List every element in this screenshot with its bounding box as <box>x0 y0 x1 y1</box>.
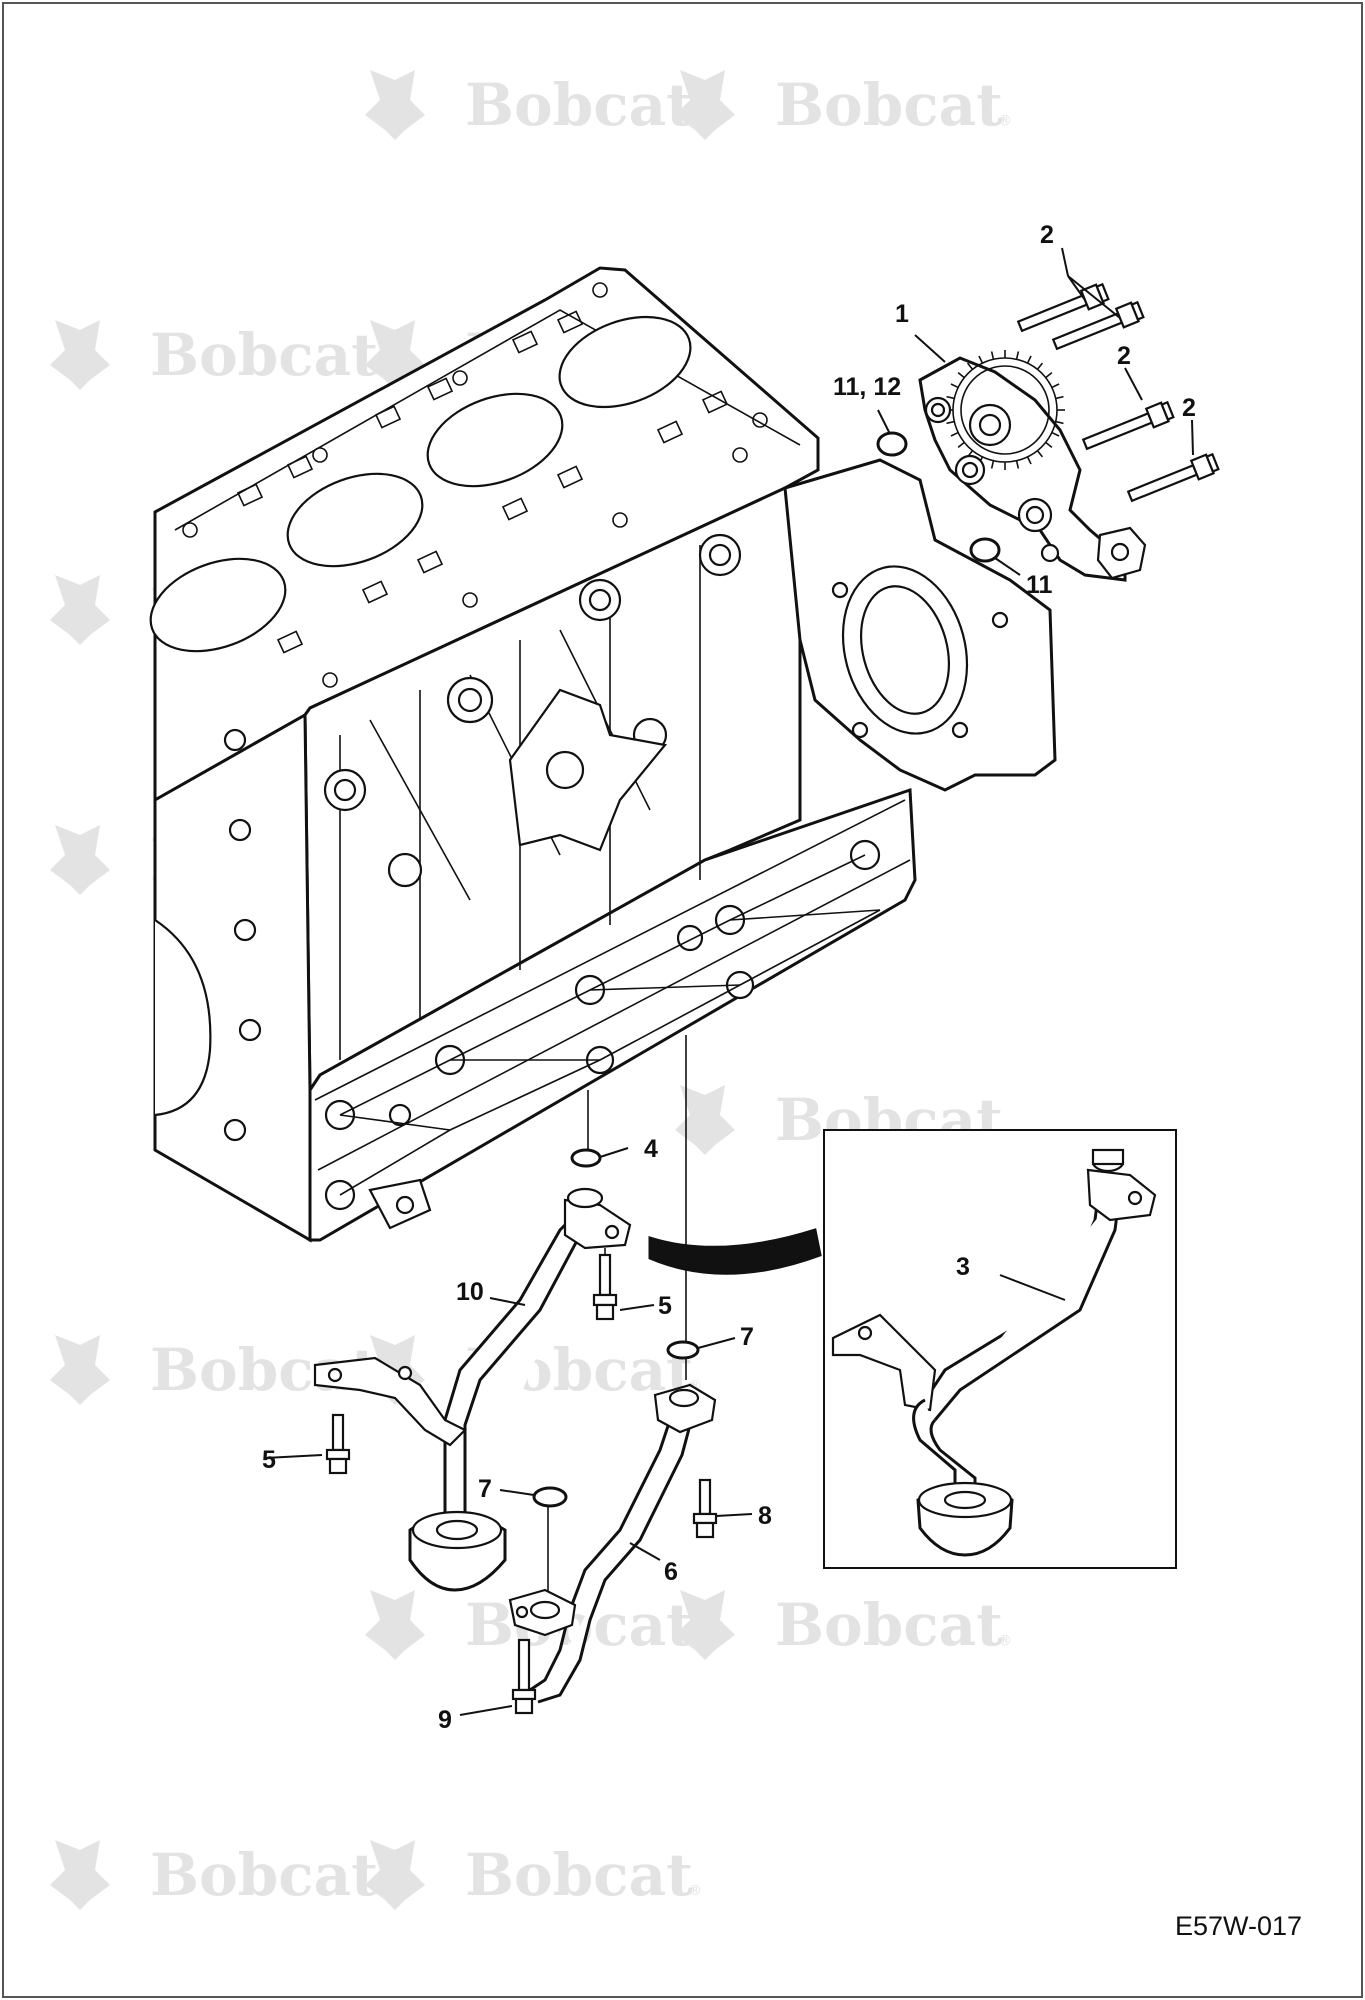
callout-10: 10 <box>456 1278 484 1306</box>
callout-7-upper: 7 <box>740 1323 754 1351</box>
o-ring-4 <box>570 1148 602 1168</box>
watermark-registered-mark: ® <box>998 113 1012 129</box>
callout-2-top: 2 <box>1040 221 1054 249</box>
watermark-logo-icon <box>50 1335 110 1405</box>
detail-inset-pipe-3 <box>648 1129 1177 1569</box>
bolt-5-lower <box>325 1413 351 1475</box>
watermark-logo-icon <box>365 70 425 140</box>
callout-11: 11 <box>1026 571 1053 599</box>
callout-6: 6 <box>664 1558 678 1586</box>
callout-4: 4 <box>644 1135 658 1163</box>
leader-lines <box>264 247 1194 1716</box>
watermark-registered-mark: ® <box>688 1883 702 1899</box>
callout-2-mid: 2 <box>1117 342 1131 370</box>
o-ring-11 <box>969 537 1001 563</box>
callout-2-right: 2 <box>1182 394 1196 422</box>
callout-9: 9 <box>438 1706 452 1734</box>
watermark-wm-15: Bobcat® <box>365 1840 702 1910</box>
watermark-wm-3: Bobcat® <box>50 320 387 390</box>
watermark-wm-10: Bobcat® <box>50 1335 387 1405</box>
watermark-logo-icon <box>50 1840 110 1910</box>
watermark-text: Bobcat <box>150 321 378 389</box>
watermark-text: Bobcat <box>465 1841 693 1909</box>
figure-code: E57W-017 <box>1175 1911 1302 1941</box>
watermark-logo-icon <box>50 575 110 645</box>
watermark-text: Bobcat <box>150 1841 378 1909</box>
watermark-logo-icon <box>365 1840 425 1910</box>
watermark-logo-icon <box>50 320 110 390</box>
callout-labels: 2 1 2 2 11, 12 11 4 10 5 7 5 7 8 6 9 3 <box>262 221 1196 1734</box>
watermark-logo-icon <box>365 1590 425 1660</box>
oil-pipe-6 <box>508 1383 717 1704</box>
pump-bolts <box>1016 282 1220 503</box>
watermark-text: Bobcat <box>465 71 693 139</box>
callout-8: 8 <box>758 1502 772 1530</box>
suction-pipe-10 <box>313 1187 632 1592</box>
o-ring-7-lower <box>532 1486 568 1508</box>
bolt-9 <box>511 1638 537 1715</box>
watermark-wm-13: Bobcat® <box>675 1590 1012 1660</box>
bolt-8 <box>692 1478 718 1539</box>
watermark-text: Bobcat <box>775 1591 1003 1659</box>
callout-5-upper: 5 <box>658 1292 672 1320</box>
o-ring-7-upper <box>666 1340 700 1360</box>
watermark-logo-icon <box>50 825 110 895</box>
watermark-registered-mark: ® <box>998 1633 1012 1649</box>
engine-block <box>149 266 1057 1243</box>
callout-5-lower: 5 <box>262 1446 276 1474</box>
watermark-wm-14: Bobcat® <box>50 1840 387 1910</box>
watermark-logo-icon <box>675 70 735 140</box>
callout-7-lower: 7 <box>478 1475 492 1503</box>
oil-pump-assembly <box>876 282 1220 582</box>
callout-3: 3 <box>956 1253 970 1281</box>
watermark-wm-1: Bobcat® <box>365 70 702 140</box>
watermark-text: Bobcat <box>775 71 1003 139</box>
watermark-logo-icon <box>675 1085 735 1155</box>
bolt-5-upper <box>592 1248 618 1321</box>
callout-1: 1 <box>895 300 909 328</box>
callout-11-12: 11, 12 <box>833 373 901 401</box>
watermark-logo-icon <box>675 1590 735 1660</box>
o-ring-11-12 <box>876 431 908 457</box>
watermark-wm-2: Bobcat® <box>675 70 1012 140</box>
